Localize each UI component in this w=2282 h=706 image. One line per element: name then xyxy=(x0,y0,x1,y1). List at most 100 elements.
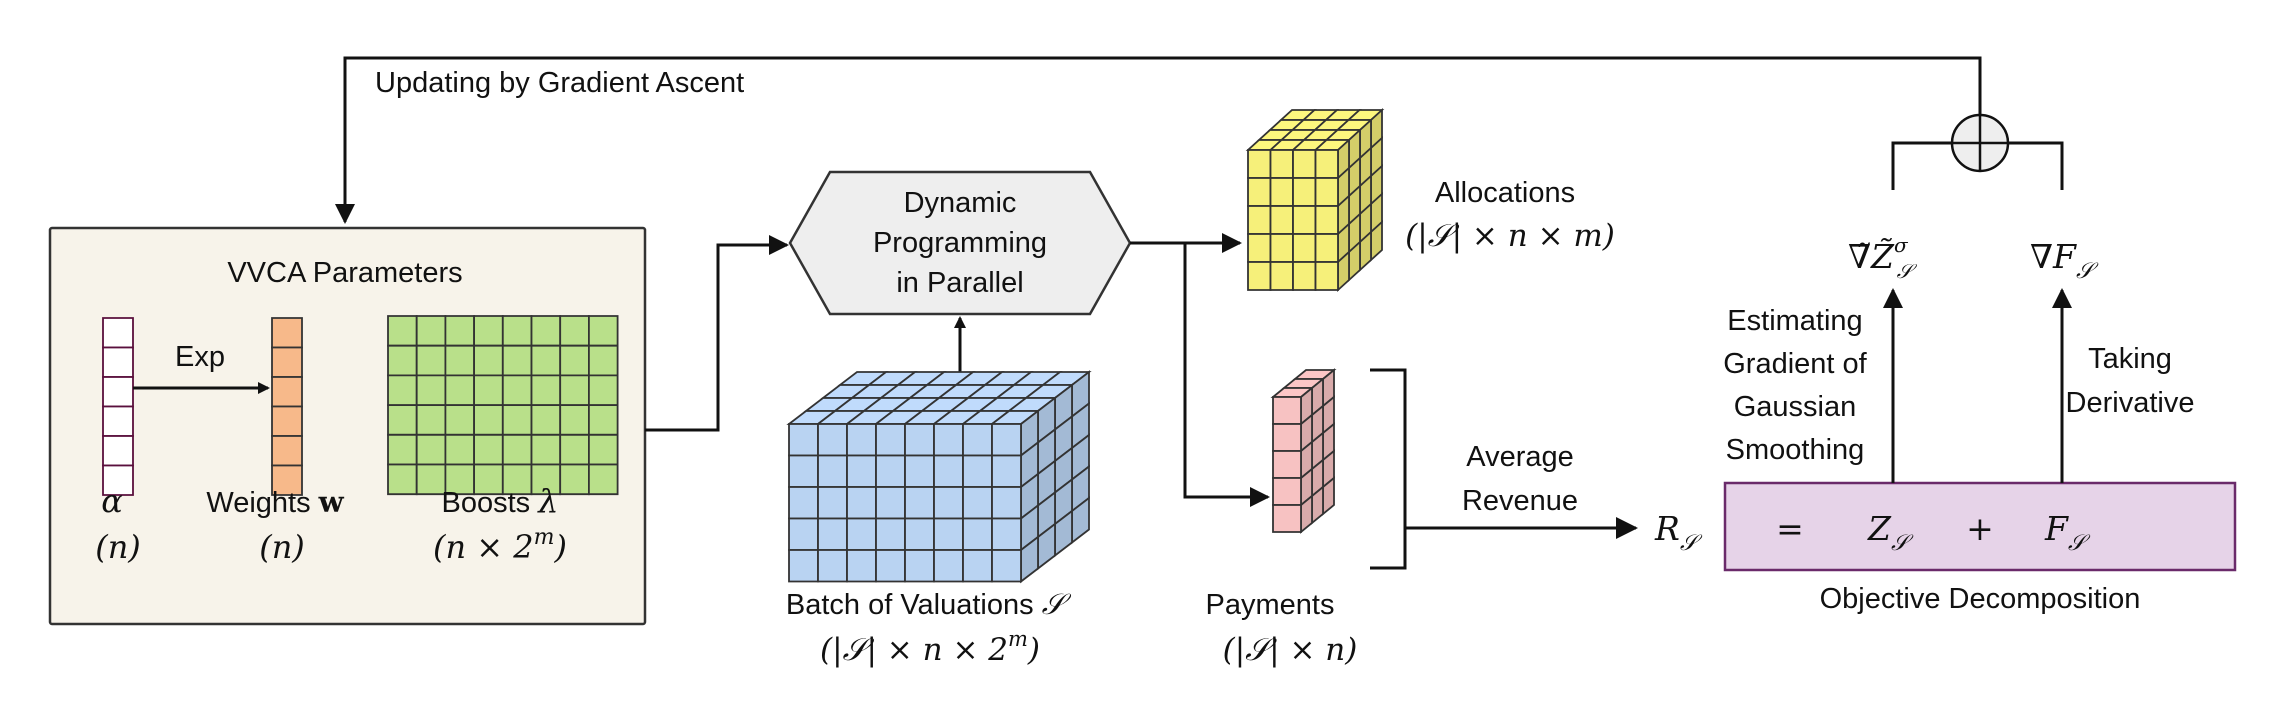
grid-cell xyxy=(444,315,476,347)
grid-cell xyxy=(473,374,504,407)
allocations-cube xyxy=(1245,107,1385,293)
grad-f-nabla: ∇ xyxy=(2030,237,2053,276)
grid-cell xyxy=(588,463,619,496)
alpha-symbol: α xyxy=(101,482,123,520)
boosts-grid xyxy=(387,315,619,496)
cube-front-cell xyxy=(904,517,935,551)
grid-cell xyxy=(102,464,134,496)
grad-z-base: Z̃ xyxy=(1870,237,1895,276)
weights-symbol: w xyxy=(318,485,345,519)
grid-cell xyxy=(473,404,504,436)
cube-front-cell xyxy=(1272,450,1302,479)
grid-cell xyxy=(530,315,562,347)
cube-front-cell xyxy=(962,486,993,520)
objective-caption: Objective Decomposition xyxy=(1820,583,2141,615)
grid-cell xyxy=(501,315,533,347)
cube-front-cell xyxy=(991,454,1022,488)
cube-front-cell xyxy=(1292,149,1317,179)
grid-cell xyxy=(530,404,562,436)
dp-line2: Programming xyxy=(873,227,1047,259)
grid-cell xyxy=(387,404,418,436)
cube-front-cell xyxy=(991,517,1022,551)
grid-cell xyxy=(271,405,303,437)
objective-equals: = xyxy=(1776,509,1804,548)
grid-cell xyxy=(444,433,476,466)
cube-front-cell xyxy=(875,517,906,551)
cube-front-cell xyxy=(788,423,819,457)
estimating-line1: Estimating xyxy=(1727,305,1862,337)
grad-z-combine-line xyxy=(1891,141,1952,190)
grad-f-sub: 𝒮 xyxy=(2076,259,2099,284)
alpha-dim: (n) xyxy=(95,528,141,566)
boosts-dim-main: (n × 2 xyxy=(433,528,534,566)
grid-cell xyxy=(530,433,562,466)
grid-cell xyxy=(415,404,447,436)
grid-cell xyxy=(271,346,303,378)
revenue-symbol-sub: 𝒮 xyxy=(1680,531,1703,556)
cube-front-cell xyxy=(933,486,964,520)
grid-cell xyxy=(530,374,562,407)
grid-cell xyxy=(271,464,303,496)
grad-z-sub: 𝒮 xyxy=(1897,259,1918,283)
allocations-label: Allocations xyxy=(1435,177,1575,209)
boosts-symbol: λ xyxy=(536,482,558,520)
cube-front-cell xyxy=(817,517,848,551)
cube-front-cell xyxy=(1314,177,1339,207)
grid-cell xyxy=(530,344,562,377)
grid-cell xyxy=(501,374,533,407)
grid-cell xyxy=(559,315,590,347)
batch-dim-close: ) xyxy=(1027,632,1040,668)
taking-line2: Derivative xyxy=(2066,387,2195,419)
cube-front-cell xyxy=(875,486,906,520)
cube-front-cell xyxy=(875,454,906,488)
cube-front-cell xyxy=(817,423,848,457)
cube-front-cell xyxy=(846,454,877,488)
grid-cell xyxy=(501,433,533,466)
cube-front-cell xyxy=(1272,396,1302,425)
grad-z-nabla: ∇̃ xyxy=(1848,237,1871,276)
cube-front-cell xyxy=(933,517,964,551)
cube-front-cell xyxy=(991,486,1022,520)
weights-dim: (n) xyxy=(259,528,305,566)
grid-cell xyxy=(415,433,447,466)
payments-block xyxy=(1270,368,1337,534)
oplus-icon xyxy=(1950,113,2010,173)
cube-front-cell xyxy=(962,517,993,551)
grid-cell xyxy=(559,433,590,466)
batch-dim-main: (|𝒮| × n × 2 xyxy=(820,632,1008,668)
avg-revenue-line1: Average xyxy=(1466,441,1574,473)
grid-cell xyxy=(415,315,447,347)
grid-cell xyxy=(415,344,447,377)
payments-label: Payments xyxy=(1206,589,1335,621)
cube-front-cell xyxy=(991,549,1022,583)
vvca-title: VVCA Parameters xyxy=(227,257,462,289)
grad-z-sup: σ xyxy=(1894,233,1909,257)
cube-front-cell xyxy=(788,549,819,583)
cube-front-cell xyxy=(1269,233,1294,263)
cube-front-cell xyxy=(1247,177,1272,207)
cube-front-cell xyxy=(962,454,993,488)
cube-front-cell xyxy=(788,454,819,488)
grid-cell xyxy=(559,404,590,436)
cube-front-cell xyxy=(817,486,848,520)
grad-f-base: F xyxy=(2052,237,2077,276)
batch-dim: (|𝒮| × n × 2m) xyxy=(820,627,1040,668)
boosts-caption: Boosts λ xyxy=(441,482,558,520)
grid-cell xyxy=(501,344,533,377)
cube-front-cell xyxy=(846,423,877,457)
grid-cell xyxy=(387,463,418,496)
cube-front-cell xyxy=(846,517,877,551)
cube-front-cell xyxy=(1292,261,1317,291)
taking-line1: Taking xyxy=(2088,343,2172,375)
cube-front-cell xyxy=(1269,205,1294,235)
cube-front-cell xyxy=(1292,233,1317,263)
revenue-symbol-base: R xyxy=(1654,509,1680,548)
batch-caption: Batch of Valuations 𝒮 xyxy=(786,587,1072,621)
cube-front-cell xyxy=(817,454,848,488)
estimating-line3: Gaussian xyxy=(1734,391,1857,423)
cube-front-cell xyxy=(933,549,964,583)
boosts-label: Boosts xyxy=(441,487,530,519)
cube-front-cell xyxy=(991,423,1022,457)
grid-cell xyxy=(271,435,303,467)
